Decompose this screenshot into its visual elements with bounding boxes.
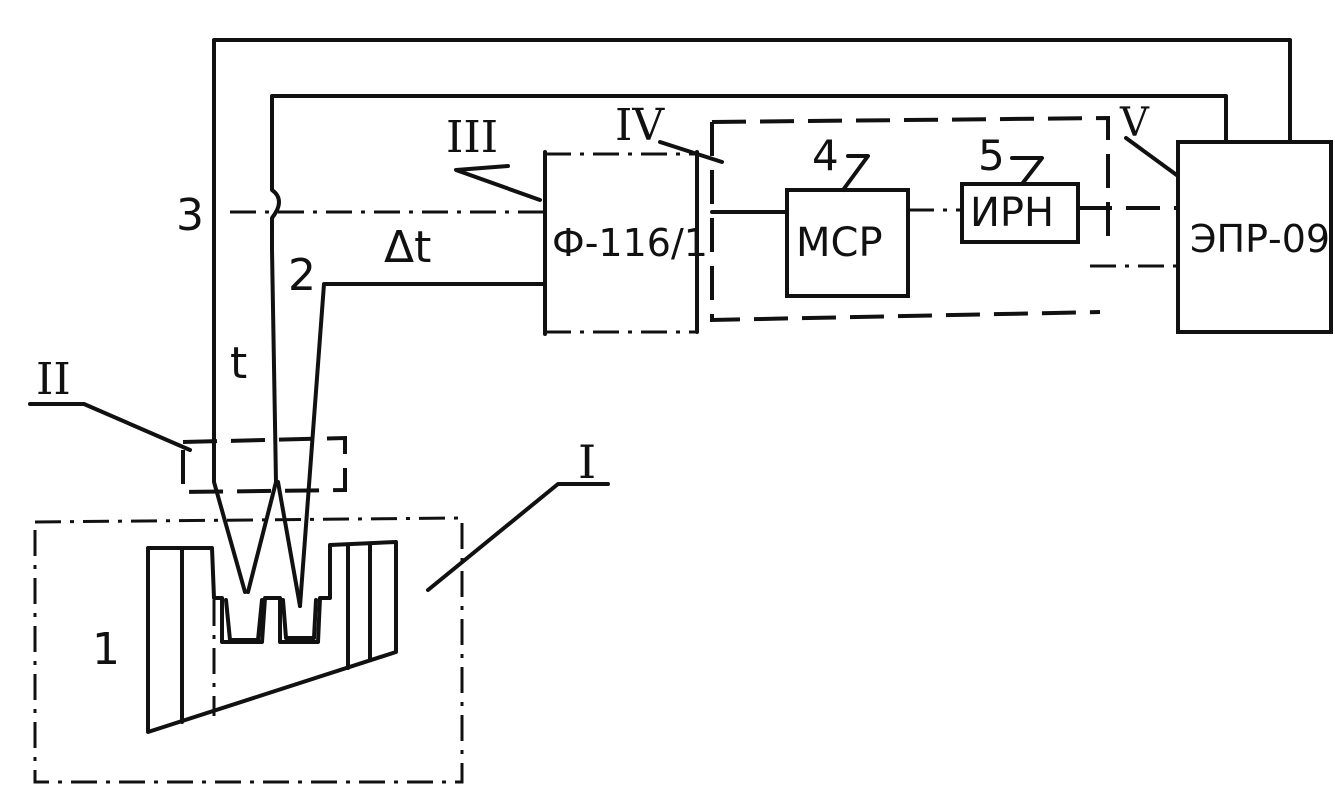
zone-IV-boundary — [710, 115, 1110, 323]
block-irn-label: ИРН — [970, 190, 1054, 236]
object-1 — [146, 540, 398, 734]
label-dt: Δt — [384, 222, 431, 273]
label-1: 1 — [92, 624, 120, 675]
label-zone-II: II — [36, 354, 71, 405]
label-zone-III: III — [446, 112, 498, 163]
block-epr-label: ЭПР-09 — [1190, 217, 1330, 261]
label-zone-I: I — [578, 435, 596, 489]
block-f116-label: Ф-116/1 — [552, 221, 708, 265]
zone-II-boundary — [181, 435, 347, 495]
label-3: 3 — [176, 190, 204, 241]
leader-lines — [28, 136, 1180, 592]
label-zone-IV: IV — [615, 100, 665, 151]
label-zone-V: V — [1119, 100, 1150, 146]
label-t: t — [230, 338, 247, 389]
label-2: 2 — [288, 250, 316, 301]
zone-I-boundary — [33, 516, 464, 784]
probe-wires — [212, 38, 1292, 608]
block-f116 — [543, 150, 699, 336]
label-5: 5 — [978, 131, 1005, 180]
block-epr — [1176, 140, 1333, 334]
label-4: 4 — [812, 131, 839, 180]
block-msr-label: МСР — [796, 220, 883, 266]
block-msr — [785, 188, 910, 298]
